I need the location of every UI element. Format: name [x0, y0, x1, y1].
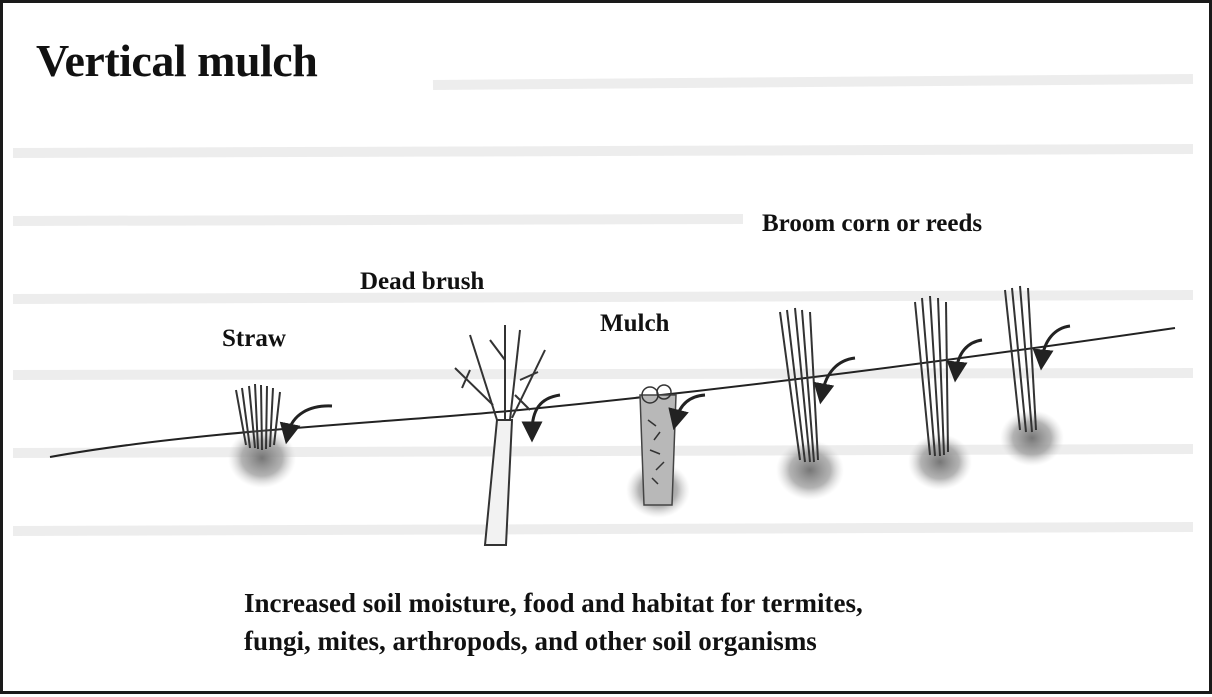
broom-corn-2-stalks [915, 296, 948, 456]
broom-corn-1-water-arrow [822, 358, 855, 394]
dead-brush-branches [455, 325, 545, 420]
caption-line-2: fungi, mites, arthropods, and other soil… [244, 622, 863, 660]
mulch-column [640, 395, 676, 505]
straw-water-arrow [288, 406, 332, 434]
diagram-caption: Increased soil moisture, food and habita… [244, 584, 863, 660]
dead-brush-water-arrow [532, 395, 560, 432]
dead-brush-trunk [485, 420, 512, 545]
broom-corn-group-1 [776, 308, 855, 500]
mulch-water-arrow [676, 395, 705, 420]
broom-corn-1-soil-blob [776, 440, 844, 500]
straw-group [228, 384, 332, 488]
broom-corn-1-stalks [780, 308, 818, 462]
broom-corn-group-3 [1000, 286, 1070, 466]
caption-line-1: Increased soil moisture, food and habita… [244, 584, 863, 622]
broom-corn-group-2 [908, 296, 982, 490]
broom-corn-3-soil-blob [1000, 410, 1064, 466]
dead-brush-group [455, 325, 560, 545]
mulch-group [626, 385, 705, 518]
